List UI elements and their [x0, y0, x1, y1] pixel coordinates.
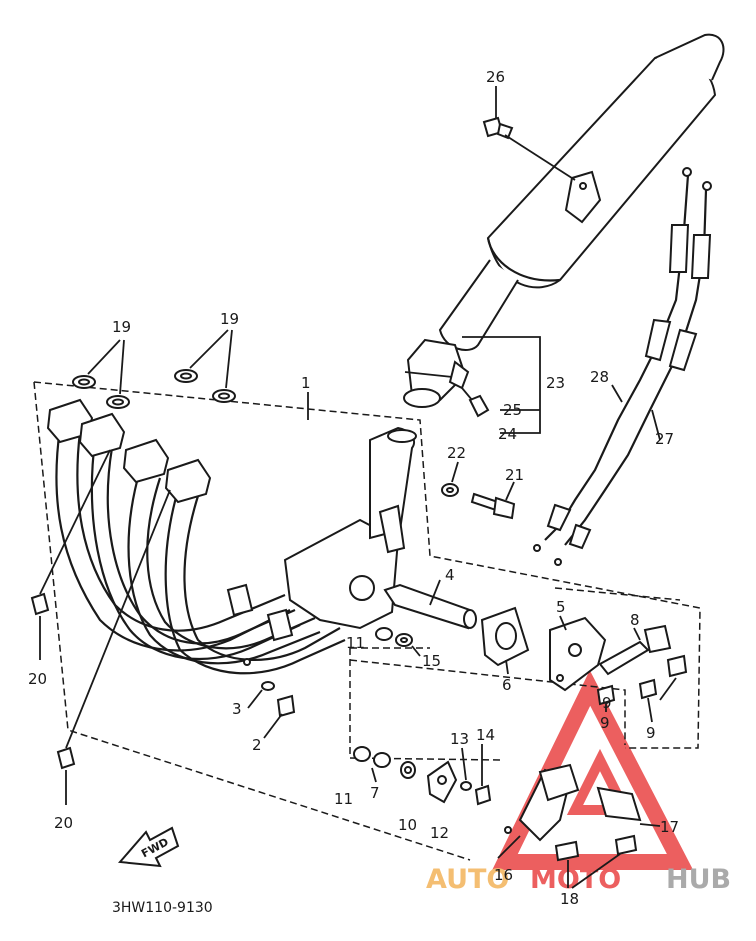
- group-outline-left: [33, 381, 471, 861]
- callout-24: 24: [498, 425, 517, 443]
- bolts-9: [596, 654, 688, 706]
- callout-21: 21: [505, 466, 524, 484]
- leader-5: [559, 615, 567, 631]
- bolt-21-washer-22: [441, 483, 516, 520]
- callout-17: 17: [660, 818, 679, 836]
- leader-20a: [39, 449, 111, 595]
- leader-4: [429, 579, 441, 606]
- callout-11b: 11: [334, 790, 353, 808]
- bolt-25: [461, 387, 490, 418]
- callout-25: 25: [503, 401, 522, 419]
- callout-3: 3: [232, 700, 242, 718]
- leader-13: [461, 747, 467, 781]
- leader-7: [371, 767, 377, 783]
- callout-11a: 11: [346, 634, 365, 652]
- leader-bracket-23: [462, 336, 541, 434]
- bracket-lower-floor: [349, 757, 501, 761]
- bracket-lower-group: [349, 659, 626, 745]
- callout-5: 5: [556, 598, 566, 616]
- callout-19a: 19: [112, 318, 131, 336]
- valve-assembly-16-17: [504, 763, 642, 862]
- watermark-text-auto: AUTO: [426, 864, 509, 895]
- leader-19b-2: [225, 329, 233, 389]
- callout-20b: 20: [54, 814, 73, 832]
- leader-9c: [659, 677, 677, 701]
- leader-26: [504, 134, 576, 181]
- leader-20b: [65, 489, 171, 749]
- throttle-cables: [533, 167, 712, 566]
- callout-19b: 19: [220, 310, 239, 328]
- callout-10: 10: [398, 816, 417, 834]
- watermark-text-hub: HUB: [666, 864, 731, 895]
- callout-23: 23: [546, 374, 565, 392]
- group-outline-main: [33, 381, 701, 749]
- leader-19b-1: [189, 329, 229, 369]
- callout-20a: 20: [28, 670, 47, 688]
- lower-small-parts: [353, 746, 492, 806]
- callout-labels: 1 2 3 4 5 6 7 8 9 9 9 10 11 11 12 13 14 …: [28, 68, 679, 908]
- leader-19a-2: [119, 339, 125, 395]
- callout-26: 26: [486, 68, 505, 86]
- fwd-arrow: FWD: [117, 826, 180, 868]
- leader-3: [247, 689, 263, 709]
- watermark-text-moto: MOTO: [530, 864, 621, 895]
- bolt-2-washer-3: [261, 681, 296, 718]
- callout-7: 7: [370, 784, 380, 802]
- bracket-5-8: [554, 587, 681, 601]
- callout-28: 28: [590, 368, 609, 386]
- leader-27: [651, 409, 661, 441]
- leader-28: [611, 384, 623, 403]
- nuts-20: [30, 592, 76, 770]
- rod-4: [383, 583, 477, 630]
- leader-9b: [647, 697, 653, 723]
- callout-6: 6: [502, 676, 512, 694]
- watermark-logo: AUTO MOTO HUB: [426, 670, 731, 895]
- gaskets-19: [72, 369, 236, 409]
- plate-6: [480, 606, 530, 667]
- callout-15: 15: [422, 652, 441, 670]
- leader-8: [633, 627, 641, 641]
- bolt-26: [482, 116, 514, 140]
- callout-22: 22: [447, 444, 466, 462]
- callout-16: 16: [494, 866, 513, 884]
- leader-22: [451, 461, 459, 483]
- callout-18: 18: [560, 890, 579, 908]
- callout-8: 8: [630, 611, 640, 629]
- leader-2: [263, 713, 283, 739]
- callout-13: 13: [450, 730, 469, 748]
- diagram-code: 3HW110-9130: [112, 900, 213, 916]
- callout-4: 4: [445, 566, 455, 584]
- callout-9c: 9: [602, 694, 612, 712]
- callout-14: 14: [476, 726, 495, 744]
- leader-6: [505, 659, 509, 675]
- leader-16: [497, 835, 521, 859]
- bracket-5: [549, 616, 607, 692]
- callout-9b: 9: [646, 724, 656, 742]
- spacers-11-15: [375, 627, 413, 647]
- leader-15: [411, 645, 421, 657]
- leader-19a-1: [87, 339, 121, 375]
- watermark-inner-triangle: [566, 748, 634, 815]
- callout-9a: 9: [600, 714, 610, 732]
- callout-2: 2: [252, 736, 262, 754]
- leader-21: [505, 481, 515, 501]
- callout-27: 27: [655, 430, 674, 448]
- leader-17: [639, 823, 661, 827]
- exhaust-header-pipes: [46, 398, 417, 675]
- muffler: [403, 33, 725, 408]
- link-8: [598, 624, 672, 676]
- callout-1: 1: [301, 374, 311, 392]
- callout-12: 12: [430, 824, 449, 842]
- leader-18b: [571, 853, 621, 889]
